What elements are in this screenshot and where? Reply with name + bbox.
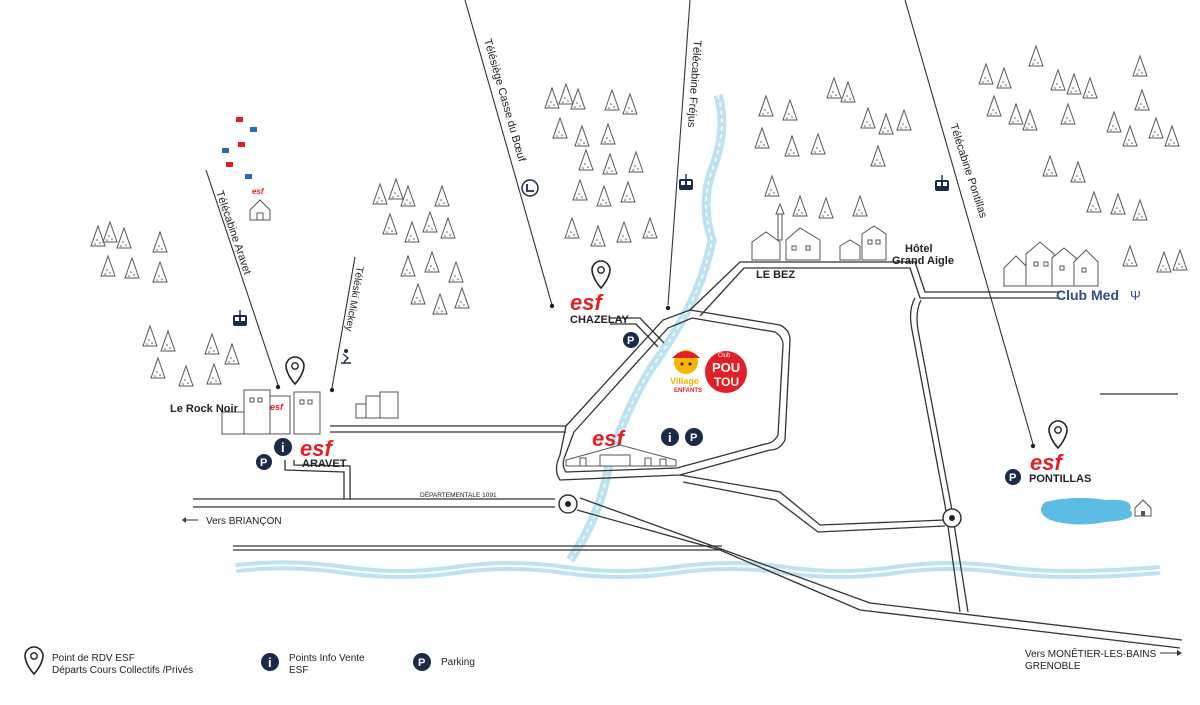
aravet-buildings-icon — [221, 389, 399, 435]
cable-end — [329, 387, 335, 393]
poutou-label-line2: POU — [712, 360, 740, 375]
gondola-icon — [678, 173, 694, 191]
legend-info-line1: Points Info Vente — [289, 653, 365, 664]
hotel-label-line2: Grand Aigle — [892, 255, 954, 267]
svg-text:i: i — [668, 430, 672, 445]
gondola-icon — [232, 309, 248, 327]
esf-aravet-label: ARAVET — [302, 458, 347, 470]
cable-end — [665, 305, 671, 311]
le-bez-village-icon — [751, 202, 821, 261]
club-med-label: Club Med — [1056, 287, 1119, 303]
legend-info-line2: ESF — [289, 665, 308, 676]
esf-meeting-point-pin-icon[interactable] — [591, 260, 611, 289]
stream — [566, 93, 727, 563]
esf-chazelay-label: CHAZELAY — [570, 314, 630, 326]
esf-building-sign: esf — [270, 402, 284, 412]
svg-text:P: P — [627, 335, 634, 347]
cable-end — [1030, 443, 1036, 449]
info-icon[interactable]: i — [274, 438, 292, 456]
poutou-label-line1: Club — [718, 353, 731, 359]
esf-small-logo: esf — [252, 187, 265, 196]
hotel-label-line1: Hôtel — [905, 243, 933, 255]
vers-monetier-label-line1: Vers MONÊTIER-LES-BAINS — [1025, 647, 1156, 660]
river — [235, 560, 1161, 579]
vers-monetier-label-line2: GRENOBLE — [1025, 661, 1081, 672]
parking-icon[interactable]: P — [256, 454, 272, 470]
parking-icon[interactable]: P — [1005, 469, 1021, 485]
svg-text:P: P — [690, 432, 697, 444]
cable-end — [275, 384, 281, 390]
station-building-icon — [565, 444, 677, 467]
skier-icon — [341, 349, 351, 364]
club-poutou-logo: Club POU TOU — [705, 351, 747, 393]
teleski-mickey-label: Téléski Mickey — [343, 265, 365, 331]
le-bez-label: LE BEZ — [756, 269, 795, 281]
vers-briancon-label: Vers BRIANÇON — [206, 516, 282, 527]
info-icon[interactable]: i — [661, 428, 679, 446]
cable-end — [549, 303, 555, 309]
cable-lines — [205, 0, 1034, 445]
hotel-icon — [839, 225, 887, 261]
legend: Point de RDV ESF Départs Cours Collectif… — [24, 646, 475, 676]
le-rock-noir-label: Le Rock Noir — [170, 403, 239, 415]
svg-text:i: i — [281, 440, 285, 455]
roads — [193, 261, 1183, 649]
departementale-label: DÉPARTEMENTALE 1091 — [420, 490, 497, 499]
chalet-icon — [249, 199, 271, 221]
roundabout — [558, 494, 578, 514]
svg-text:i: i — [268, 655, 272, 670]
legend-parking-icon: P — [413, 653, 431, 671]
svg-text:P: P — [1009, 472, 1016, 484]
club-med-village-icon — [1003, 241, 1099, 287]
svg-text:P: P — [418, 657, 425, 669]
legend-rdv-line2: Départs Cours Collectifs /Privés — [52, 665, 193, 676]
esf-pontillas-label: PONTILLAS — [1029, 473, 1091, 485]
telecabine-pontillas-label: Télécabine Pontillas — [947, 122, 989, 220]
legend-info-icon: i — [261, 653, 279, 671]
esf-aravet-logo: esf — [300, 436, 334, 461]
telecabine-aravet-label: Télécabine Aravet — [213, 189, 253, 276]
parking-icon[interactable]: P — [623, 332, 639, 348]
parking-icon[interactable]: P — [685, 428, 703, 446]
chairlift-icon — [521, 179, 539, 197]
slalom-flags-icon — [222, 117, 257, 179]
village-enfants-logo: Village ENFANTS — [670, 350, 702, 394]
legend-parking-label: Parking — [441, 657, 475, 668]
trident-icon: Ψ — [1130, 288, 1141, 303]
legend-rdv-line1: Point de RDV ESF — [52, 653, 135, 664]
telesiege-casse-du-boeuf-label: Télésiège Casse du Bœuf — [481, 38, 528, 164]
esf-meeting-point-pin-icon[interactable] — [285, 356, 305, 385]
roundabout — [942, 508, 962, 528]
arrow-left-icon — [182, 517, 198, 523]
legend-pin-icon — [24, 646, 44, 675]
esf-meeting-point-pin-icon[interactable] — [1048, 420, 1068, 449]
village-enfants-label-line2: ENFANTS — [674, 388, 702, 394]
arrow-right-icon — [1160, 650, 1182, 656]
gondola-icon — [934, 174, 950, 192]
poutou-label-line3: TOU — [714, 375, 739, 389]
chalet-icon — [1134, 499, 1152, 517]
village-enfants-label-line1: Village — [670, 376, 699, 386]
svg-text:P: P — [260, 457, 267, 469]
esf-chazelay-logo: esf — [570, 290, 604, 315]
lake — [1041, 497, 1133, 525]
esf-pontillas-logo: esf — [1030, 450, 1064, 475]
telecabine-frejus-label: Télécabine Fréjus — [685, 40, 703, 129]
